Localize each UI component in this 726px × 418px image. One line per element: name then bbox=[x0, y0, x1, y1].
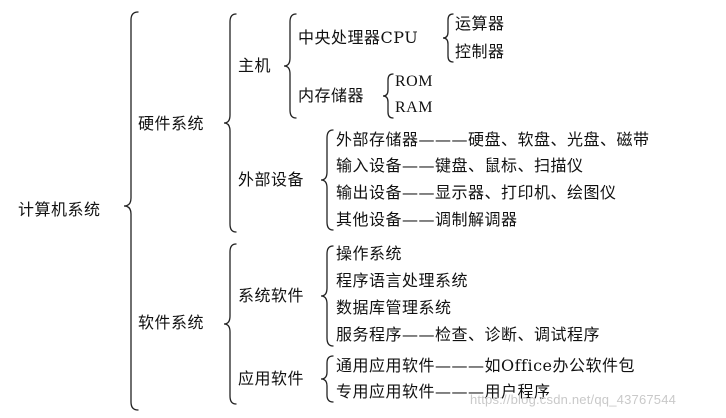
peripheral-label: 输入设备 bbox=[336, 156, 403, 175]
memory-brace bbox=[382, 73, 394, 119]
node-alu: 运算器 bbox=[455, 14, 505, 33]
connector-dash: ——— bbox=[418, 130, 469, 149]
peripheral-detail: 调制解调器 bbox=[435, 210, 518, 229]
node-ram: RAM bbox=[395, 99, 433, 116]
software-item-label: 专用应用软件 bbox=[336, 382, 436, 401]
peripheral-label: 其他设备 bbox=[336, 210, 403, 229]
host-brace bbox=[283, 13, 297, 119]
root-brace bbox=[123, 11, 139, 411]
software-item-detail: 用户程序 bbox=[484, 382, 551, 401]
peripheral-row-external-storage: 外部存储器———硬盘、软盘、光盘、磁带 bbox=[336, 130, 650, 150]
system-software-row-dbms: 数据库管理系统 bbox=[336, 298, 452, 318]
connector-dash: —— bbox=[402, 156, 436, 175]
peripheral-detail: 键盘、鼠标、扫描仪 bbox=[435, 156, 584, 175]
system-software-row-os: 操作系统 bbox=[336, 244, 402, 264]
application-row-general: 通用应用软件———如Office办公软件包 bbox=[336, 356, 635, 376]
node-computer-system: 计算机系统 bbox=[18, 200, 101, 219]
peripheral-row-other-devices: 其他设备——调制解调器 bbox=[336, 210, 518, 230]
system-software-row-service: 服务程序——检查、诊断、调试程序 bbox=[336, 325, 600, 345]
node-controller: 控制器 bbox=[455, 42, 505, 61]
software-item-label: 操作系统 bbox=[336, 244, 403, 263]
node-software-system: 软件系统 bbox=[138, 313, 205, 332]
application-row-special: 专用应用软件———用户程序 bbox=[336, 382, 551, 402]
software-item-label: 服务程序 bbox=[336, 325, 403, 344]
software-item-detail: 检查、诊断、调试程序 bbox=[435, 325, 601, 344]
connector-dash: —— bbox=[402, 183, 436, 202]
software-brace bbox=[223, 243, 237, 405]
peripherals-brace bbox=[320, 129, 334, 231]
node-system-software: 系统软件 bbox=[238, 286, 305, 305]
connector-dash: —— bbox=[402, 210, 436, 229]
software-item-label: 通用应用软件 bbox=[336, 356, 436, 375]
peripheral-detail: 显示器、打印机、绘图仪 bbox=[435, 183, 617, 202]
cpu-brace bbox=[442, 13, 454, 63]
node-application-software: 应用软件 bbox=[238, 369, 305, 388]
application-software-brace bbox=[320, 355, 334, 403]
watermark-text: https://blog.csdn.net/qq_43767544 bbox=[470, 392, 677, 407]
system-software-brace bbox=[320, 245, 334, 347]
peripheral-row-output-devices: 输出设备——显示器、打印机、绘图仪 bbox=[336, 183, 617, 203]
node-peripherals: 外部设备 bbox=[238, 170, 305, 189]
connector-dash: ——— bbox=[435, 382, 485, 401]
software-item-label: 数据库管理系统 bbox=[336, 298, 452, 317]
hardware-brace bbox=[223, 13, 237, 233]
node-hardware-system: 硬件系统 bbox=[138, 114, 205, 133]
node-cpu: 中央处理器CPU bbox=[298, 28, 419, 47]
connector-dash: ——— bbox=[435, 356, 485, 375]
node-internal-memory: 内存储器 bbox=[298, 86, 365, 105]
software-item-detail: 如Office办公软件包 bbox=[484, 356, 636, 375]
software-item-label: 程序语言处理系统 bbox=[336, 271, 469, 290]
node-rom: ROM bbox=[395, 73, 433, 90]
peripheral-row-input-devices: 输入设备——键盘、鼠标、扫描仪 bbox=[336, 156, 584, 176]
node-host: 主机 bbox=[238, 56, 272, 75]
peripheral-label: 输出设备 bbox=[336, 183, 403, 202]
peripheral-detail: 硬盘、软盘、光盘、磁带 bbox=[468, 130, 650, 149]
peripheral-label: 外部存储器 bbox=[336, 130, 419, 149]
connector-dash: —— bbox=[402, 325, 436, 344]
system-software-row-language: 程序语言处理系统 bbox=[336, 271, 468, 291]
